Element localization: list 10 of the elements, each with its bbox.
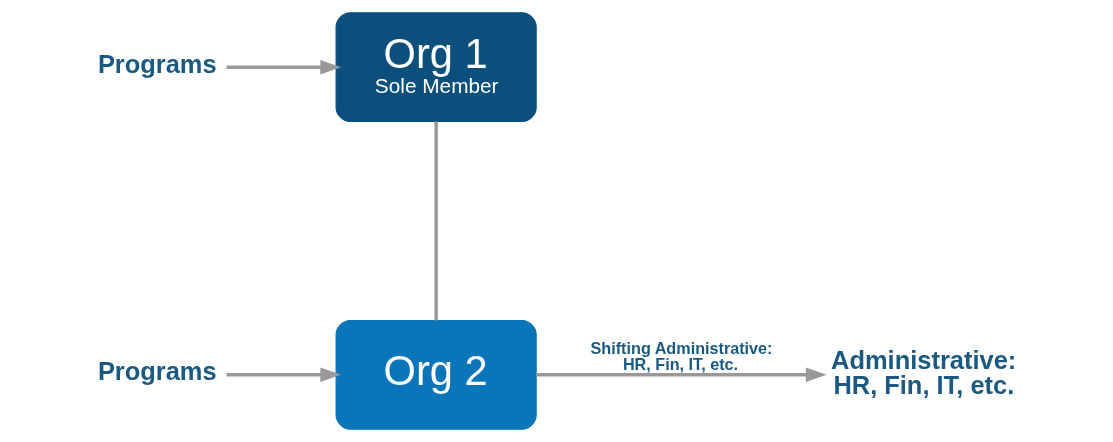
node-text: Programs	[97, 49, 217, 78]
arrow	[226, 367, 341, 383]
node-text: Programs	[97, 357, 217, 386]
arrow	[535, 367, 827, 383]
edge-label: Shifting Administrative: HR, Fin, IT, etc.	[590, 339, 773, 374]
node-box: Org 1 Sole Member	[335, 12, 537, 123]
node-text: Administrative: HR, Fin, IT, etc.	[830, 345, 1016, 400]
connector	[433, 121, 438, 321]
arrow	[226, 59, 341, 75]
node-box: Org 2	[335, 319, 537, 430]
